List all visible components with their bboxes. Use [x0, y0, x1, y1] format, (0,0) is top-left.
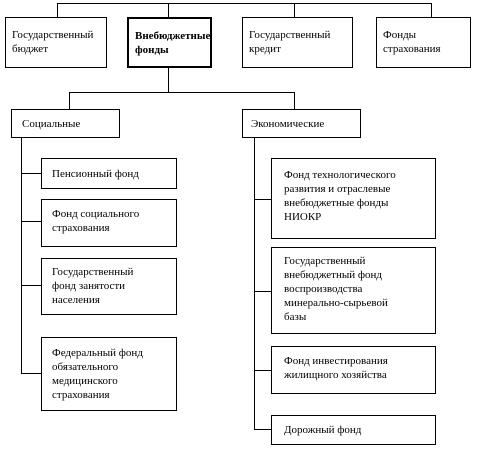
housing-investment-fund-label: Фонд инвестирования жилищного хозяйства [284, 355, 388, 381]
connector-to-credit [294, 3, 295, 17]
state-credit-label: Государственный кредит [249, 29, 331, 55]
box-pension-fund: Пенсионный фонд [41, 158, 177, 189]
pension-fund-label: Пенсионный фонд [52, 167, 139, 180]
connector-to-economic [294, 92, 295, 109]
connector-economic-branch-3 [254, 370, 271, 371]
box-mineral-resources-fund: Государственный внебюджетный фонд воспро… [271, 247, 436, 334]
box-extrabudgetary-funds: Внебюджетные фонды [127, 17, 212, 68]
connector-social-branch-1 [21, 173, 41, 174]
box-insurance-funds: Фонды страхования [376, 17, 471, 68]
connector-to-insurance [431, 3, 432, 17]
box-social-insurance-fund: Фонд социального страхования [41, 199, 177, 247]
connector-economic-branch-2 [254, 291, 271, 292]
connector-economic-branch-4 [254, 429, 271, 430]
insurance-funds-label: Фонды страхования [383, 29, 441, 55]
box-economic: Экономические [242, 109, 361, 138]
connector-mid-horizontal [69, 92, 295, 93]
box-state-budget: Государственный бюджет [5, 17, 107, 68]
connector-to-budget [57, 3, 58, 17]
box-housing-investment-fund: Фонд инвестирования жилищного хозяйства [271, 346, 436, 394]
connector-social-branch-4 [21, 373, 41, 374]
connector-social-branch-3 [21, 285, 41, 286]
state-budget-label: Государственный бюджет [12, 29, 94, 55]
box-tech-development-fund: Фонд технологического развития и отрасле… [271, 158, 436, 239]
box-employment-fund: Государственный фонд занятости населения [41, 258, 177, 315]
box-medical-insurance-fund: Федеральный фонд обязательного медицинск… [41, 337, 177, 411]
box-social: Социальные [11, 109, 120, 138]
connector-to-social [69, 92, 70, 109]
box-road-fund: Дорожный фонд [271, 415, 436, 445]
connector-economic-spine [254, 138, 255, 430]
connector-social-branch-2 [21, 221, 41, 222]
mineral-resources-fund-label: Государственный внебюджетный фонд воспро… [284, 255, 388, 323]
extrabudgetary-funds-label: Внебюджетные фонды [135, 30, 211, 56]
social-label: Социальные [22, 117, 81, 130]
social-insurance-fund-label: Фонд социального страхования [52, 208, 140, 234]
connector-fonds-down [168, 67, 169, 92]
economic-label: Экономические [251, 117, 325, 130]
connector-top-horizontal [57, 3, 432, 4]
box-state-credit: Государственный кредит [242, 17, 353, 68]
connector-social-spine [21, 138, 22, 374]
connector-to-fonds [168, 3, 169, 17]
road-fund-label: Дорожный фонд [284, 424, 362, 436]
medical-insurance-fund-label: Федеральный фонд обязательного медицинск… [52, 347, 143, 401]
tech-development-fund-label: Фонд технологического развития и отрасле… [284, 169, 396, 223]
connector-economic-branch-1 [254, 199, 271, 200]
employment-fund-label: Государственный фонд занятости населения [52, 266, 134, 306]
